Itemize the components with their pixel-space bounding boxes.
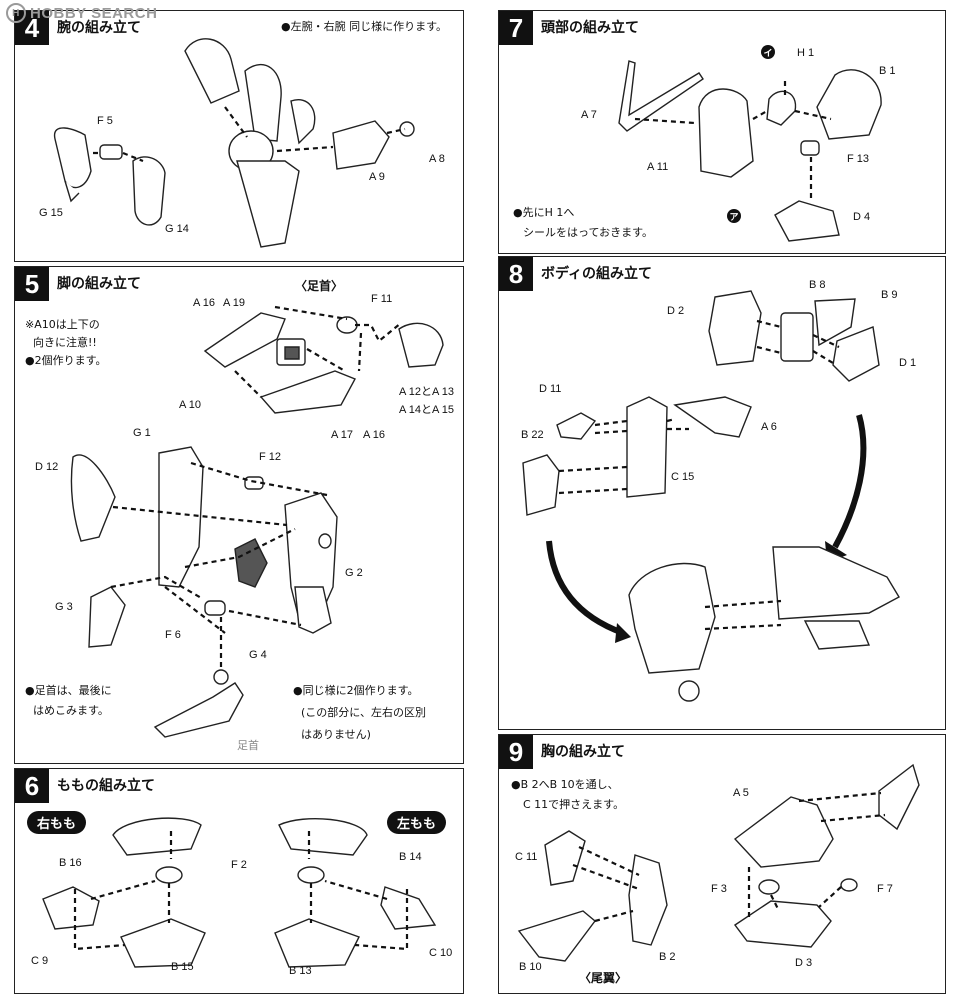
part-F2: F 2 (231, 859, 247, 871)
part-A14-A15: A 14とA 15 (399, 404, 455, 416)
part-B1: B 1 (879, 65, 896, 77)
part-B8: B 8 (809, 279, 826, 291)
ankle-assembly-diagram (203, 305, 444, 414)
leg-assembly-diagram (70, 446, 338, 738)
step-7-number: 7 (499, 11, 533, 45)
step-4-panel: 4 腕の組み立て ●左腕・右腕 同じ様に作ります。 F 5 G 15 G 14 … (14, 10, 464, 262)
step-9-title: 胸の組み立て (541, 744, 625, 760)
step-8-title: ボディの組み立て (541, 266, 653, 282)
part-B14: B 14 (399, 851, 422, 863)
part-F3: F 3 (711, 883, 727, 895)
part-B10: B 10 (519, 961, 542, 973)
part-C9: C 9 (31, 955, 49, 967)
part-B22: B 22 (521, 429, 544, 441)
part-B13: B 13 (289, 965, 312, 977)
step-5-panel: 5 脚の組み立て 〈足首〉 ※A10は上下の 向きに注意!! ●2個作ります。 … (14, 266, 464, 764)
part-B16: B 16 (59, 857, 82, 869)
part-G1: G 1 (133, 427, 151, 439)
part-A16-top: A 16 (193, 297, 216, 309)
part-A5: A 5 (733, 787, 749, 799)
part-H1: H 1 (797, 47, 815, 59)
part-C15: C 15 (671, 471, 695, 483)
part-A12-A13: A 12とA 13 (399, 386, 455, 398)
part-A16-bottom: A 16 (363, 429, 386, 441)
site-watermark: H HOBBY SEARCH (6, 3, 158, 23)
step-5-bottom-right-1: ●同じ様に2個作ります。 (293, 684, 419, 697)
part-G3: G 3 (55, 601, 73, 613)
step-4-note: ●左腕・右腕 同じ様に作ります。 (281, 20, 447, 33)
step-5-note-3: ●2個作ります。 (25, 354, 107, 367)
step-6-panel: 6 ももの組み立て 右もも 左もも B 16 F 2 B 14 C 9 B 15… (14, 768, 464, 994)
part-F11: F 11 (371, 293, 393, 305)
step-7-note-2: シールをはっておきます。 (523, 226, 654, 239)
part-D4: D 4 (853, 211, 871, 223)
part-D1: D 1 (899, 357, 917, 369)
step-5-bottom-left-2: はめこみます。 (33, 704, 109, 717)
part-A9: A 9 (369, 171, 385, 183)
step-5-note-2: 向きに注意!! (33, 336, 97, 349)
step-7-title: 頭部の組み立て (541, 20, 639, 36)
step-4-title: 腕の組み立て (57, 20, 141, 36)
part-F13: F 13 (847, 153, 870, 165)
hobby-logo-icon: H (6, 3, 26, 23)
step-9-number: 9 (499, 735, 533, 769)
part-G14: G 14 (165, 223, 189, 235)
part-A19: A 19 (223, 297, 246, 309)
part-F7: F 7 (877, 883, 893, 895)
part-D11: D 11 (539, 383, 562, 395)
step-7-panel: 7 頭部の組み立て イ ア H 1 B 1 A 7 A 11 F 13 D 4 … (498, 10, 946, 254)
part-A17: A 17 (331, 429, 354, 441)
part-D12: D 12 (35, 461, 59, 473)
part-F12: F 12 (259, 451, 282, 463)
step-6-title: ももの組み立て (57, 778, 155, 794)
part-A7: A 7 (581, 109, 597, 121)
step-6-number: 6 (15, 769, 49, 803)
step-5-number: 5 (15, 267, 49, 301)
step-5-bottom-right-3: はありません) (301, 728, 371, 741)
step-9-note-2: C 11で押さえます。 (523, 798, 625, 811)
part-G4: G 4 (249, 649, 267, 661)
part-C10: C 10 (429, 947, 453, 959)
chest-assembly-diagram (517, 763, 920, 962)
step-9-panel: 9 胸の組み立て ●B 2へB 10を通し、 C 11で押さえます。 A 5 C… (498, 734, 946, 994)
right-thigh-badge: 右もも (27, 811, 87, 834)
step-5-note-1: ※A10は上下の (25, 318, 100, 331)
thigh-assembly-diagram (42, 817, 437, 968)
part-C11: C 11 (515, 851, 538, 863)
body-assembly-diagram (522, 290, 900, 702)
part-A8: A 8 (429, 153, 445, 165)
step-5-title: 脚の組み立て (57, 276, 141, 292)
step-5-bottom-right-2: (この部分に、左右の区別 (301, 706, 426, 719)
step-9-note-1: ●B 2へB 10を通し、 (511, 778, 619, 791)
ankle-small-label: 足首 (237, 740, 259, 752)
tail-fin-label: 〈尾翼〉 (579, 971, 628, 985)
part-A11: A 11 (647, 161, 669, 173)
step-5-bottom-left-1: ●足首は、最後に (25, 684, 112, 697)
head-assembly-diagram (618, 60, 882, 242)
arm-assembly-diagram (54, 38, 415, 248)
step-4-number: 4 (15, 11, 49, 45)
part-B2: B 2 (659, 951, 676, 963)
part-G15: G 15 (39, 207, 63, 219)
part-F6: F 6 (165, 629, 181, 641)
part-D3: D 3 (795, 957, 813, 969)
part-F5: F 5 (97, 115, 113, 127)
left-thigh-badge: 左もも (387, 811, 447, 834)
part-A10: A 10 (179, 399, 202, 411)
part-B9: B 9 (881, 289, 898, 301)
watermark-text: HOBBY SEARCH (30, 4, 158, 22)
part-G2: G 2 (345, 567, 363, 579)
step-8-panel: 8 ボディの組み立て D 2 B 8 B 9 D 1 D 11 B 22 A 6… (498, 256, 946, 730)
part-B15: B 15 (171, 961, 194, 973)
part-A6: A 6 (761, 421, 777, 433)
step-8-number: 8 (499, 257, 533, 291)
ankle-label: 〈足首〉 (295, 279, 344, 293)
part-D2: D 2 (667, 305, 685, 317)
sticker-mark-i: イ (761, 45, 775, 59)
sticker-mark-a: ア (727, 209, 741, 223)
step-7-note-1: ●先にH 1へ (513, 206, 575, 219)
